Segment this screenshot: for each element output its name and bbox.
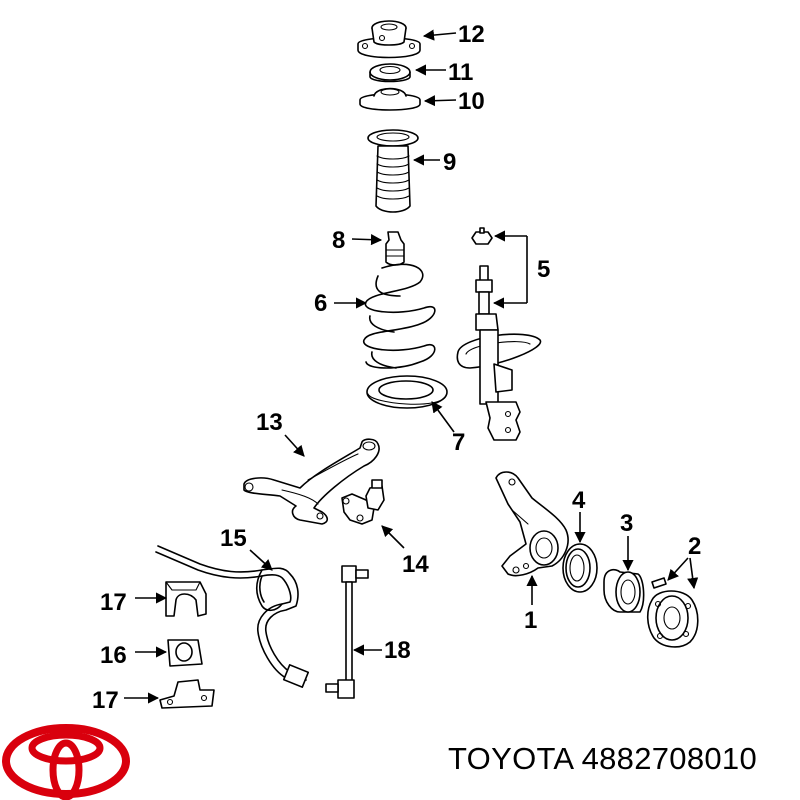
callout-5: 5 — [537, 256, 550, 283]
callout-11: 11 — [448, 59, 473, 86]
toyota-logo — [2, 724, 130, 800]
part-5-strut — [456, 227, 542, 441]
part-15-stabilizer-bar — [155, 545, 310, 688]
callout-17-upper: 17 — [100, 589, 127, 616]
callout-10: 10 — [458, 88, 485, 115]
part-7-lower-insulator — [366, 375, 448, 409]
part-17-bracket-upper — [165, 581, 207, 617]
callout-17-lower: 17 — [92, 687, 119, 714]
callout-6: 6 — [314, 290, 327, 317]
part-9-dust-boot — [367, 129, 419, 213]
callout-9: 9 — [443, 149, 456, 176]
part-1-steering-knuckle — [495, 471, 569, 577]
callout-15: 15 — [220, 525, 247, 552]
callout-14: 14 — [402, 551, 429, 578]
part-13-lower-control-arm — [243, 438, 380, 525]
part-8-bump-stop — [385, 231, 405, 266]
part-17-bracket-lower — [159, 679, 215, 709]
callout-1: 1 — [524, 607, 537, 634]
part-14-ball-joint — [341, 479, 385, 525]
part-6-coil-spring — [363, 263, 436, 369]
brand-part-number-caption: TOYOTA 4882708010 — [448, 741, 757, 776]
part-4-seal — [562, 543, 598, 593]
part-2-hub — [646, 577, 699, 648]
callout-4: 4 — [572, 487, 586, 514]
callout-2: 2 — [688, 533, 701, 560]
callout-7: 7 — [452, 429, 465, 456]
part-3-wheel-bearing — [603, 568, 645, 613]
callout-numbers: 12 11 10 9 8 5 6 7 13 14 4 3 2 1 15 17 1… — [92, 21, 701, 714]
part-12-strut-mount — [357, 20, 421, 59]
callout-8: 8 — [332, 227, 345, 254]
callout-16: 16 — [100, 642, 127, 669]
part-10-upper-spring-seat — [359, 87, 421, 111]
callout-3: 3 — [620, 510, 633, 537]
part-16-bushing — [167, 639, 203, 667]
part-11-bearing — [369, 63, 411, 83]
callout-12: 12 — [458, 21, 485, 48]
leader-lines — [124, 29, 699, 704]
callout-18: 18 — [384, 637, 411, 664]
callout-13: 13 — [256, 409, 283, 436]
part-18-stabilizer-link — [325, 565, 369, 699]
